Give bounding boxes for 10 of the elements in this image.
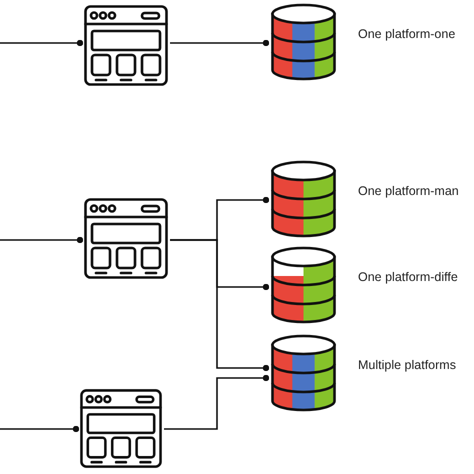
- database-description: Multiple platforms: [358, 357, 456, 374]
- connector-line: [0, 236, 84, 244]
- connector-line: [164, 374, 270, 430]
- database-description: One platform-man: [358, 183, 459, 200]
- connector-line: [0, 426, 80, 432]
- connector-line: [0, 40, 84, 46]
- database-description: One platform-one: [358, 26, 456, 43]
- connector-line: [170, 40, 270, 46]
- connector-line: [170, 239, 270, 372]
- database-description: One platform-diffe: [358, 269, 458, 286]
